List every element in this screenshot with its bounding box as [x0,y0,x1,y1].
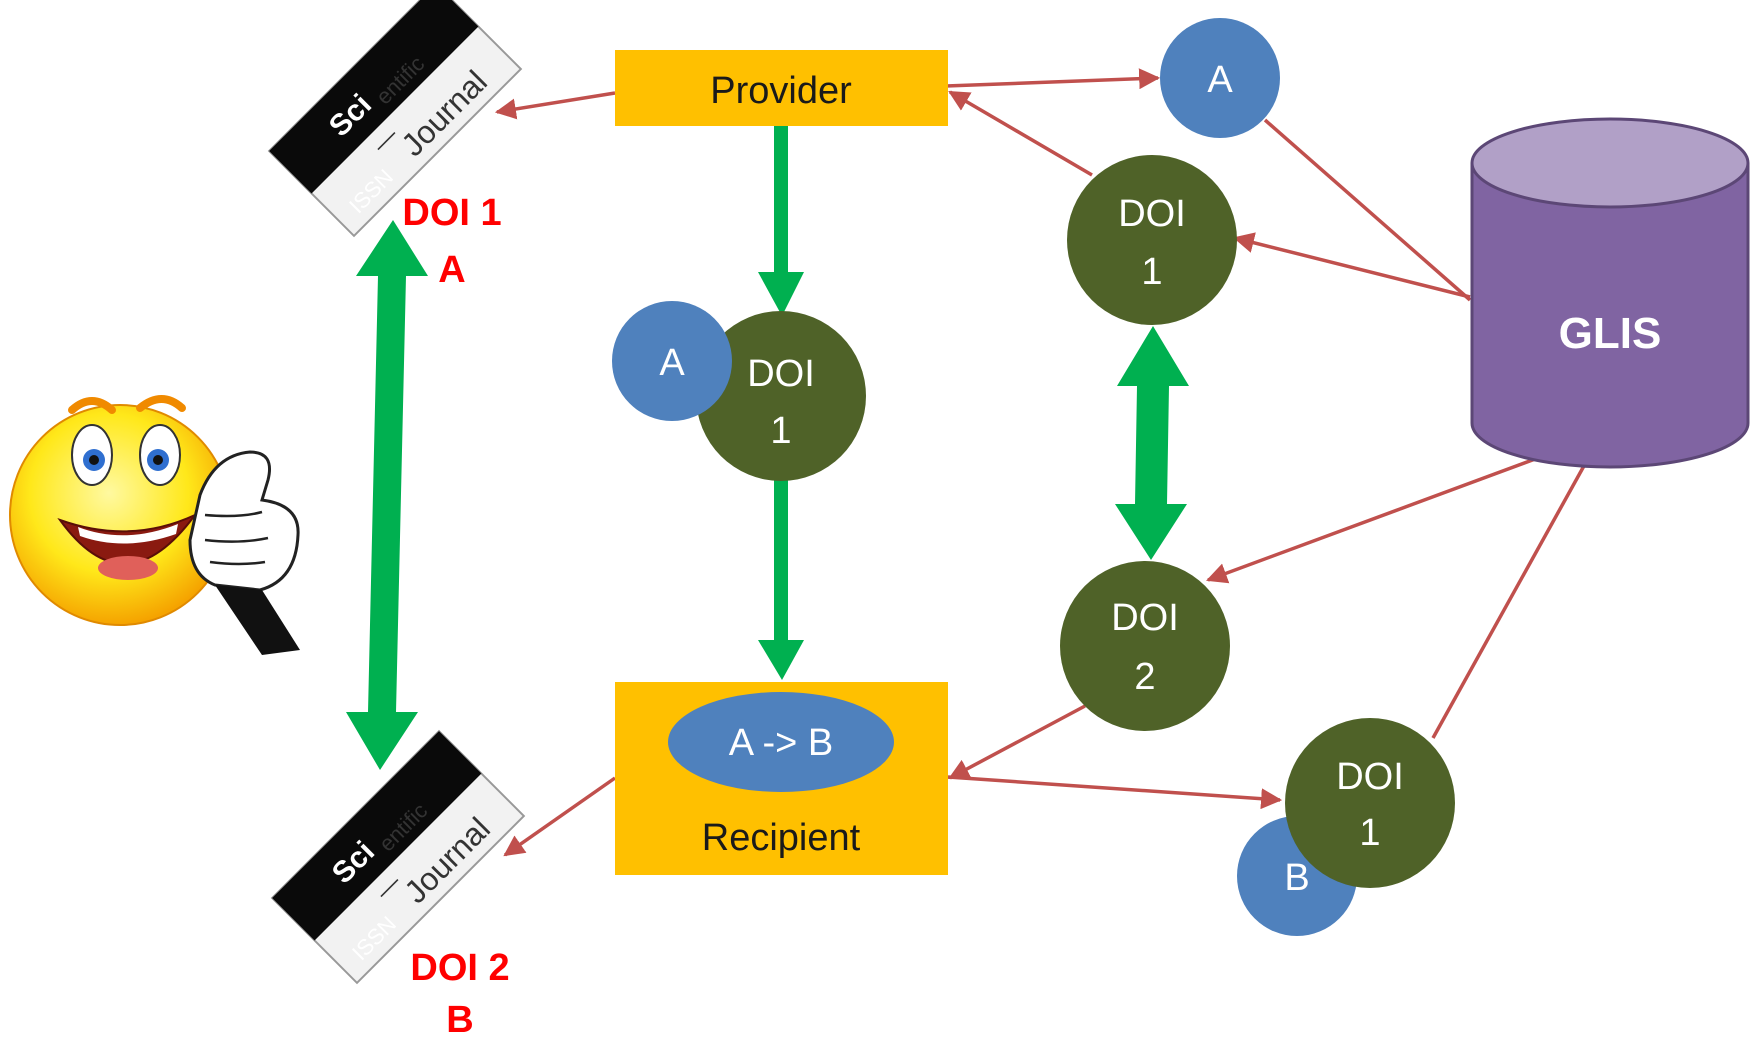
arrow-sample-a-to-glis [1263,118,1472,302]
arrow-provider-to-sample-a [945,68,1161,90]
node-label: 1 [770,410,791,452]
double-arrow-doi1-doi2 [1115,326,1189,560]
node-label: 1 [1359,812,1380,854]
node-label: 1 [1141,251,1162,293]
journal-bottom-item: B [446,999,473,1037]
node-label: DOI [1336,756,1404,798]
arrow-glis-to-doi1 [1232,232,1471,299]
journal-card-top-icon: Sci entific ISSN — Journal [267,0,523,238]
node-label: A [1207,59,1233,101]
journal-bottom-doi: DOI 2 [410,947,509,989]
node-label: DOI [747,353,815,395]
node-label: DOI [1118,193,1186,235]
node-doi1-bottom: DOI 1 [1285,718,1455,888]
arrow-provider-to-journal-top [494,91,616,120]
journal-top-doi: DOI 1 [402,192,501,234]
node-label: DOI [1111,597,1179,639]
node-sample-a-middle: A [612,301,732,421]
node-doi2-right: DOI 2 [1060,561,1230,731]
node-label: 2 [1134,656,1155,698]
arrow-recipient-to-journal-bottom [503,776,617,857]
recipient-label: Recipient [702,817,861,859]
double-arrow-journals [346,220,428,770]
provider-label: Provider [710,70,852,112]
arrow-doi2-to-recipient [948,704,1086,780]
transfer-ellipse [668,692,894,792]
green-arrows [346,126,1189,770]
glis-label: GLIS [1559,309,1662,358]
node-doi1-middle: DOI 1 [696,311,866,481]
arrow-doi1-bottom-to-glis [1431,435,1602,739]
journal-card-bottom-icon: Sci entific ISSN — Journal [270,729,526,985]
arrow-doi1-to-provider [948,90,1093,177]
recipient-box: A -> B Recipient [615,682,948,875]
node-label: B [1284,857,1309,899]
arrow-recipient-to-doi1-bottom [947,775,1283,810]
provider-box: Provider [615,50,948,126]
node-doi1-right-top: DOI 1 [1067,155,1237,325]
node-label: A [659,342,685,384]
smiley-thumbs-up-icon [9,395,300,655]
transfer-label: A -> B [729,722,834,764]
node-sample-a-top: A [1160,18,1280,138]
glis-database-icon: GLIS [1470,117,1750,469]
journal-top-item: A [438,249,465,291]
